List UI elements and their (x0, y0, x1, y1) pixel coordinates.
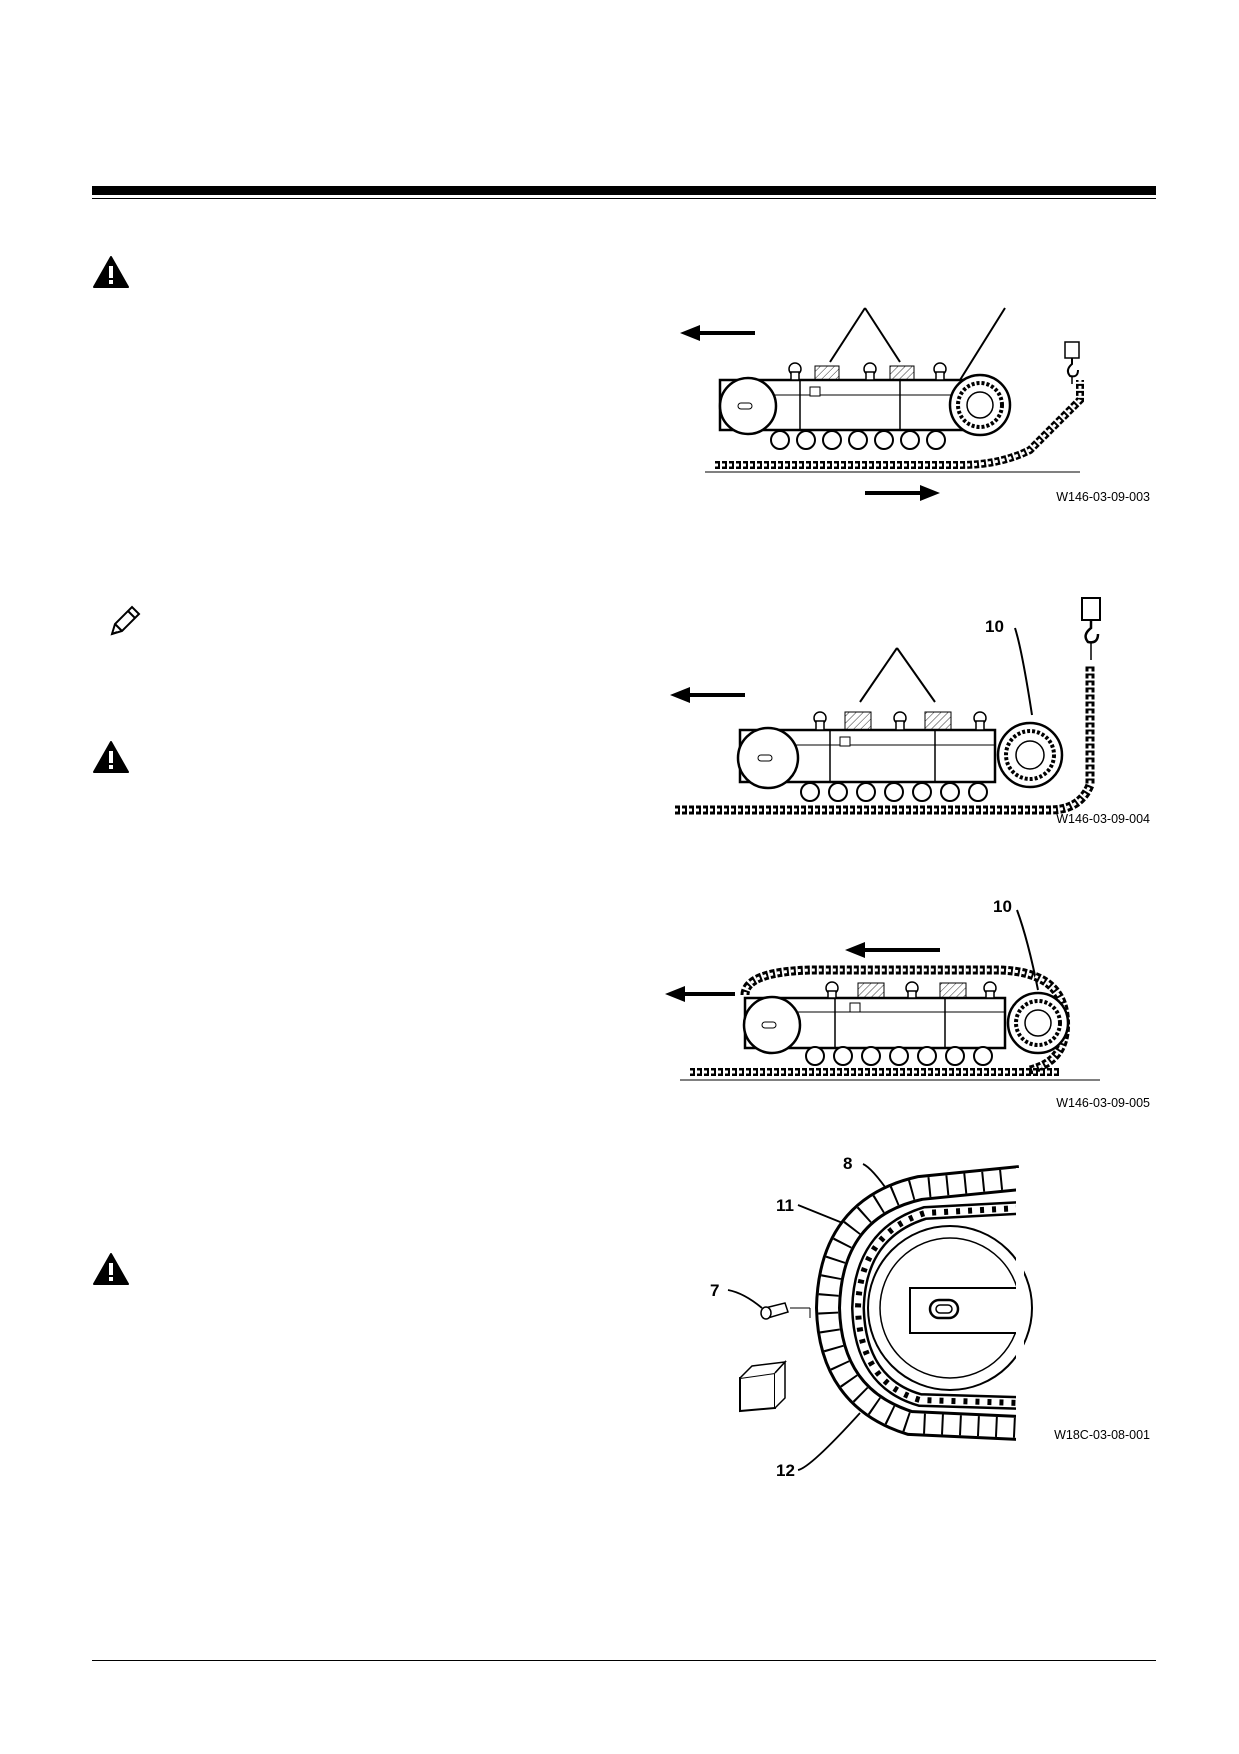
track-removal-illustration-1 (680, 307, 1084, 501)
figure-id: W146-03-09-003 (1056, 490, 1150, 504)
header-rule-thin (92, 198, 1156, 199)
figure-track-removal-1: W146-03-09-003 (660, 300, 1160, 515)
figure-track-removal-2: 10 W146-03-09-004 (660, 590, 1160, 840)
callout-8: 8 (843, 1154, 852, 1173)
callout-10: 10 (985, 617, 1004, 636)
figure-track-removal-3: 10 (660, 890, 1160, 1110)
figure-id: W146-03-09-005 (1056, 1096, 1150, 1110)
figure-master-pin-removal: 8 11 7 12 W18C-03-08-001 (660, 1148, 1160, 1488)
warning-triangle-icon (93, 256, 129, 288)
warning-triangle-icon (93, 741, 129, 773)
master-pin-removal-illustration: 8 11 7 12 (710, 1154, 1033, 1480)
warning-triangle-icon (93, 1253, 129, 1285)
figure-id: W146-03-09-004 (1056, 812, 1150, 826)
track-removal-illustration-3: 10 (665, 897, 1100, 1081)
callout-11: 11 (776, 1196, 794, 1215)
header-rule (92, 186, 1156, 195)
callout-10: 10 (993, 897, 1012, 916)
pencil-note-icon (110, 605, 141, 636)
footer-rule (92, 1660, 1156, 1661)
callout-7: 7 (710, 1281, 719, 1300)
figure-id: W18C-03-08-001 (1054, 1428, 1150, 1442)
track-removal-illustration-2: 10 (670, 597, 1101, 815)
callout-12: 12 (776, 1461, 795, 1480)
